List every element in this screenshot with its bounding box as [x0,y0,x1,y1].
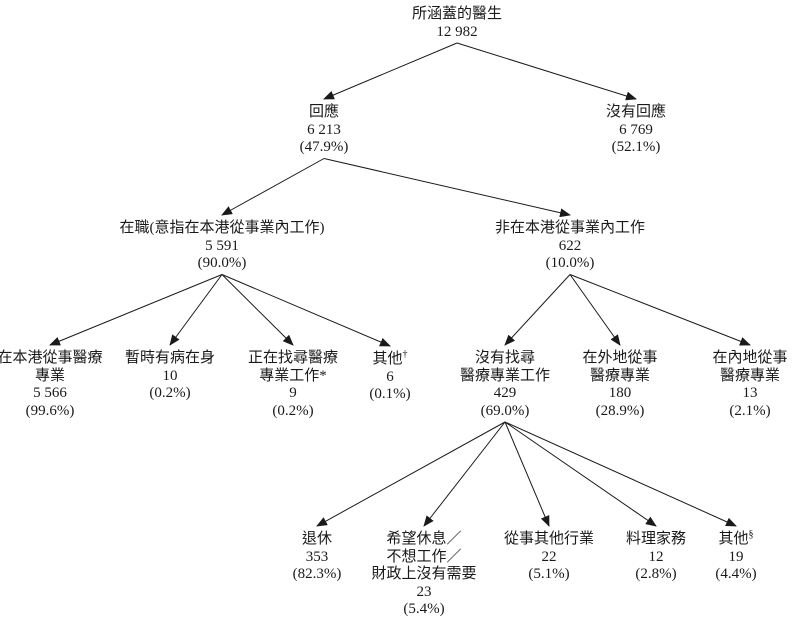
edge-arrow [456,42,637,101]
node-working-in-hk: 在職(意指在本港從事業內工作) 5 591 (90.0%) [120,220,325,273]
node-percent: (69.0%) [480,402,530,419]
node-percent: (52.1%) [611,139,661,155]
edge-arrow [316,421,506,527]
node-count: 23 [416,583,432,600]
edge-arrow [504,421,657,527]
node-others-dagger: 其他† 6 (0.1%) [369,349,411,404]
node-count: 22 [541,548,557,565]
node-percent: (2.1%) [729,402,771,419]
node-percent: (0.2%) [149,385,191,401]
node-count: 180 [608,385,632,401]
edge-arrow [49,274,223,346]
node-label: 專業工作* [259,367,327,384]
node-housework: 料理家務 12 (2.8%) [626,531,686,584]
node-percent: (99.6%) [25,402,75,419]
edge-arrow [504,274,571,346]
node-label: 其他§ [718,529,754,548]
node-label: 其他† [372,349,408,368]
node-label: 在外地從事 [582,350,658,366]
node-responded: 回應 6 213 (47.9%) [300,104,349,157]
node-label: 在本港從事醫療 [0,350,103,366]
node-percent: (4.4%) [715,566,757,582]
node-count: 6 213 [307,121,341,138]
node-label: 暫時有病在身 [124,350,216,366]
node-count: 5 566 [33,385,67,401]
node-count: 12 [648,548,664,565]
node-covered-doctors: 所涵蓋的醫生 12 982 [412,6,502,41]
node-label: 回應 [308,104,339,120]
node-percent: (0.1%) [369,386,411,402]
node-count: 19 [728,548,744,565]
node-count: 13 [742,385,758,401]
node-not-working-in-hk: 非在本港從事業內工作 622 (10.0%) [495,220,645,273]
node-count: 6 [386,368,394,385]
node-label: 沒有回應 [605,104,667,120]
node-label: 退休 [301,531,332,547]
section-footnote-mark: § [748,529,754,540]
node-count: 622 [558,237,582,254]
node-label: 希望休息／ [386,531,462,547]
node-label: 專業 [34,367,66,384]
node-label: 從事其他行業 [503,531,595,547]
edge-arrow [323,42,458,100]
node-percent: (2.8%) [635,566,677,582]
node-percent: (0.2%) [272,402,314,419]
node-label: 財政上沒有需要 [371,566,477,582]
node-other-industry: 從事其他行業 22 (5.1%) [504,531,594,584]
node-count: 12 982 [436,23,478,40]
node-no-response: 沒有回應 6 769 (52.1%) [606,104,666,157]
node-count: 6 769 [619,121,653,138]
edge-arrow [221,274,294,346]
edge-arrow [221,274,391,347]
node-temporarily-sick: 暫時有病在身 10 (0.2%) [125,350,215,403]
node-label: 料理家務 [625,531,687,547]
node-percent: (5.4%) [403,601,445,617]
node-label: 非在本港從事業內工作 [494,220,646,236]
node-seeking-medical-work: 正在找尋醫療 專業工作* 9 (0.2%) [248,350,338,420]
node-label: 在內地從事 [712,350,788,366]
edge-arrow [323,158,571,218]
node-label: 正在找尋醫療 [247,350,339,366]
node-label: 不想工作／ [386,548,462,565]
node-count: 9 [289,385,297,401]
edge-arrow [569,274,621,346]
edge-arrow [169,274,223,346]
node-percent: (28.9%) [595,402,645,419]
node-mainland-medical-profession: 在內地從事 醫療專業 13 (2.1%) [712,350,787,420]
node-wish-to-rest: 希望休息／ 不想工作／ 財政上沒有需要 23 (5.4%) [371,531,476,618]
node-label: 醫療專業 [589,367,651,384]
edge-arrow [504,421,737,527]
edge-arrow [504,421,550,527]
edge-arrow [423,421,506,527]
node-count: 10 [162,367,178,384]
node-percent: (90.0%) [197,255,247,271]
node-count: 429 [493,385,517,401]
node-hk-medical-profession: 在本港從事醫療 專業 5 566 (99.6%) [0,350,103,420]
node-label: 在職(意指在本港從事業內工作) [119,220,325,236]
node-label: 醫療專業 [719,367,781,384]
node-retired: 退休 353 (82.3%) [293,531,342,584]
node-count: 353 [305,548,329,565]
node-label: 沒有找尋 [474,350,536,366]
edge-arrow [221,158,325,216]
node-others-section: 其他§ 19 (4.4%) [715,529,757,584]
node-percent: (47.9%) [299,139,349,155]
node-not-seeking-medical-work: 沒有找尋 醫療專業工作 429 (69.0%) [460,350,550,420]
dagger-footnote-mark: † [402,349,408,360]
node-percent: (82.3%) [292,566,342,582]
node-label: 所涵蓋的醫生 [411,6,503,22]
node-count: 5 591 [205,237,239,254]
node-overseas-medical-profession: 在外地從事 醫療專業 180 (28.9%) [582,350,657,420]
node-percent: (5.1%) [528,566,570,582]
node-label: 醫療專業工作 [459,367,551,384]
node-percent: (10.0%) [545,255,595,271]
edge-arrow [569,274,751,346]
